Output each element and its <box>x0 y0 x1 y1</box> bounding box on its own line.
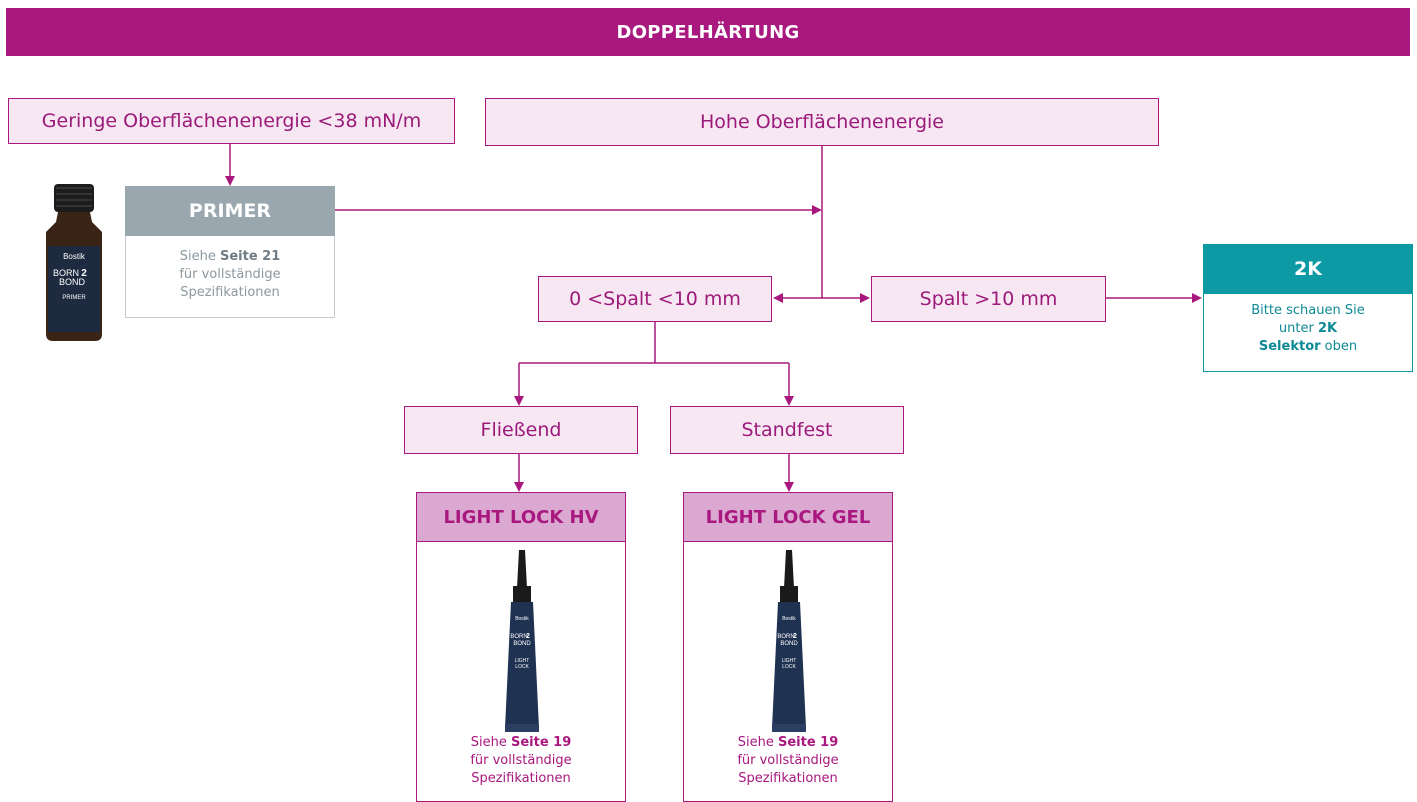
k2-line3-post: oben <box>1324 339 1358 354</box>
k2-title: 2K <box>1203 244 1413 294</box>
tube-hv-logo2: 2 <box>526 633 530 640</box>
node-high-energy: Hohe Oberflächenenergie <box>485 98 1159 146</box>
product-hv-title: LIGHT LOCK HV <box>416 492 626 542</box>
tube-gel-brand: Bostik <box>782 616 796 622</box>
node-gap-small: 0 <Spalt <10 mm <box>538 276 772 322</box>
k2-body: Bitte schauen Sie unter 2K Selektor oben <box>1203 294 1413 372</box>
product-hv-body: Bostik BORN 2 BOND LIGHT LOCK Siehe Seit… <box>416 542 626 802</box>
product-hv-see: Siehe <box>470 735 507 750</box>
tube-gel-name2: LOCK <box>782 664 796 670</box>
node-thixo: Standfest <box>670 406 904 454</box>
product-gel-title: LIGHT LOCK GEL <box>683 492 893 542</box>
primer-bottle-image: Bostik BORN 2 BOND PRIMER <box>46 184 102 341</box>
product-gel-rest1: für vollständige <box>737 753 839 768</box>
primer-rest2: Spezifikationen <box>180 285 280 300</box>
primer-title: PRIMER <box>125 186 335 236</box>
bottle-brand: Bostik <box>63 252 86 261</box>
bottle-logo-1: BORN <box>53 268 79 278</box>
product-hv-rest1: für vollständige <box>470 753 572 768</box>
k2-line2-bold[interactable]: 2K <box>1317 321 1338 336</box>
product-gel-rest2: Spezifikationen <box>738 771 838 786</box>
product-gel-page-link[interactable]: Seite 19 <box>777 735 839 750</box>
k2-line1: Bitte schauen Sie <box>1251 303 1365 318</box>
primer-page-link[interactable]: Seite 21 <box>219 249 281 264</box>
k2-line3-bold[interactable]: Selektor <box>1258 339 1321 354</box>
product-hv-page-link[interactable]: Seite 19 <box>510 735 572 750</box>
primer-see: Siehe <box>179 249 216 264</box>
tube-hv-name1: LIGHT <box>515 658 530 664</box>
tube-hv-brand: Bostik <box>515 616 529 622</box>
bottle-logo-3: BOND <box>59 277 86 287</box>
title-banner: DOPPELHÄRTUNG <box>6 8 1410 56</box>
product-hv-rest2: Spezifikationen <box>471 771 571 786</box>
tube-hv-logo3: BOND <box>513 641 531 647</box>
tube-gel-logo3: BOND <box>780 641 798 647</box>
product-gel-see: Siehe <box>737 735 774 750</box>
bottle-label: PRIMER <box>62 295 86 301</box>
tube-gel-name1: LIGHT <box>782 658 797 664</box>
tube-hv-name2: LOCK <box>515 664 529 670</box>
primer-rest1: für vollständige <box>179 267 281 282</box>
tube-hv-logo1: BORN <box>510 634 527 640</box>
product-gel-body: Bostik BORN 2 BOND LIGHT LOCK Siehe Seit… <box>683 542 893 802</box>
tube-gel-logo2: 2 <box>793 633 797 640</box>
primer-body: Siehe Seite 21 für vollständige Spezifik… <box>125 236 335 318</box>
node-low-energy: Geringe Oberflächenenergie <38 mN/m <box>8 98 455 144</box>
node-flowing: Fließend <box>404 406 638 454</box>
node-gap-large: Spalt >10 mm <box>871 276 1106 322</box>
bottle-logo-2: 2 <box>81 268 87 279</box>
tube-gel-logo1: BORN <box>777 634 794 640</box>
k2-line2-pre: unter <box>1278 321 1314 336</box>
product-hv-tube-image: Bostik BORN 2 BOND LIGHT LOCK <box>505 550 539 732</box>
product-gel-tube-image: Bostik BORN 2 BOND LIGHT LOCK <box>772 550 806 732</box>
